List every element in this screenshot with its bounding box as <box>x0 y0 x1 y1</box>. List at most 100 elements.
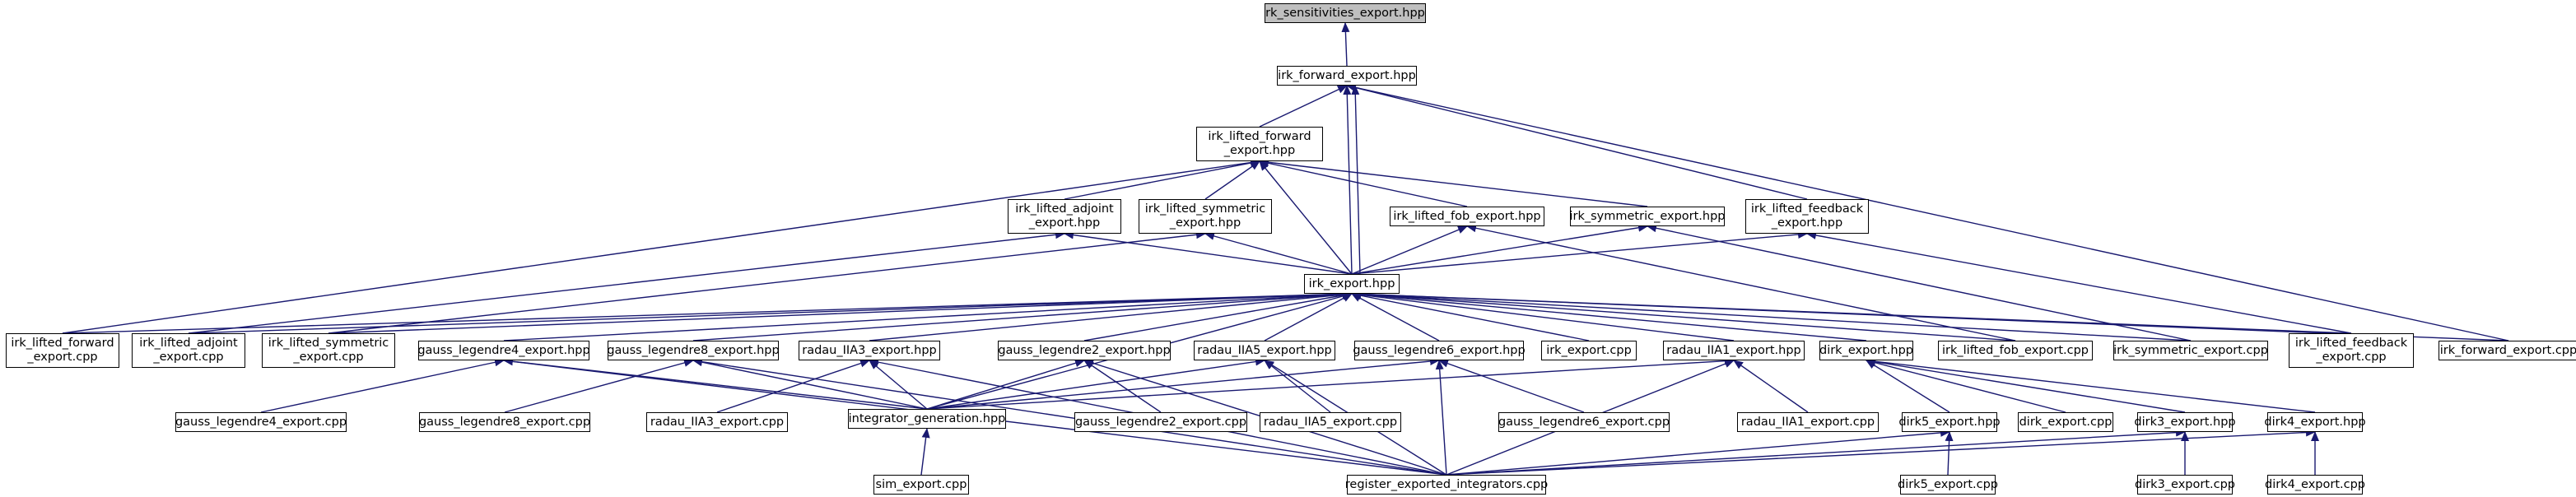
node-c-fwd[interactable]: irk_forward_export.cpp <box>2439 341 2576 360</box>
node-dirk3[interactable]: dirk3_export.hpp <box>2134 412 2236 432</box>
node-c-dirk3[interactable]: dirk3_export.cpp <box>2135 475 2235 495</box>
node-c-r1[interactable]: radau_IIA1_export.cpp <box>1737 412 1879 432</box>
node-label: irk_lifted_adjoint <box>139 337 238 350</box>
node-label: _export.hpp <box>1169 216 1241 230</box>
node-c-lfob[interactable]: irk_lifted_fob_export.cpp <box>1938 341 2093 360</box>
edge-irk_la-to-irk_lf <box>1064 159 1260 200</box>
edge-ig-to-gl6 <box>926 357 1440 410</box>
node-c-irk[interactable]: irk_export.cpp <box>1541 341 1637 360</box>
node-c-ls[interactable]: irk_lifted_symmetric_export.cpp <box>262 333 395 368</box>
node-r1[interactable]: radau_IIA1_export.hpp <box>1663 341 1805 360</box>
edge-irk_exp-to-irk_sym <box>1351 223 1648 275</box>
node-label: _export.cpp <box>27 351 98 364</box>
node-c-lfb[interactable]: irk_lifted_feedback_export.cpp <box>2289 333 2414 368</box>
edge-c_gl6-to-gl6 <box>1438 359 1585 413</box>
edge-dirk4-to-dirk <box>1866 357 2316 413</box>
node-c-r3[interactable]: radau_IIA3_export.cpp <box>646 412 788 432</box>
node-irk-lfob[interactable]: irk_lifted_fob_export.hpp <box>1390 207 1544 226</box>
node-c-dirk[interactable]: dirk_export.cpp <box>2018 412 2113 432</box>
node-label: dirk5_export.cpp <box>1897 477 1999 491</box>
node-label: irk_forward_export.cpp <box>2439 343 2576 357</box>
node-label: irk_forward_export.hpp <box>1278 68 1416 82</box>
edge-c_reg-to-dirk5 <box>1446 428 1950 476</box>
node-gl2[interactable]: gauss_legendre2_export.hpp <box>998 341 1171 360</box>
node-label: register_exported_integrators.cpp <box>1344 477 1549 491</box>
node-ig[interactable]: integrator_generation.hpp <box>848 409 1006 429</box>
node-c-gl6[interactable]: gauss_legendre6_export.cpp <box>1498 412 1670 432</box>
node-gl4[interactable]: gauss_legendre4_export.hpp <box>417 341 590 360</box>
node-label: _export.hpp <box>1028 216 1101 230</box>
node-irk-lf[interactable]: irk_lifted_forward_export.hpp <box>1196 127 1323 161</box>
node-label: irk_lifted_feedback <box>2294 337 2408 350</box>
edge-c_lfb-to-irk_lfb <box>1806 231 2352 334</box>
node-irk-lfb[interactable]: irk_lifted_feedback_export.hpp <box>1745 199 1869 234</box>
edge-c_sym-to-irk_sym <box>1647 224 2192 341</box>
node-c-lf[interactable]: irk_lifted_forward_export.cpp <box>6 333 119 368</box>
edge-irk_sym-to-irk_lf <box>1259 158 1648 207</box>
edge-c_fwd-to-irk_fwd <box>1346 83 2509 341</box>
node-c-gl2[interactable]: gauss_legendre2_export.cpp <box>1074 412 1247 432</box>
node-dirk4[interactable]: dirk4_export.hpp <box>2264 412 2366 432</box>
node-label: gauss_legendre8_export.cpp <box>418 415 591 429</box>
node-c-dirk4[interactable]: dirk4_export.cpp <box>2265 475 2365 495</box>
edge-gl2-to-irk_exp <box>1083 290 1353 341</box>
node-label: irk_lifted_adjoint <box>1015 202 1114 216</box>
edge-ig-to-r5 <box>926 357 1265 410</box>
node-label: gauss_legendre4_export.hpp <box>417 343 590 357</box>
node-c-la[interactable]: irk_lifted_adjoint_export.cpp <box>132 333 245 368</box>
edge-layer <box>62 22 2509 476</box>
node-label: gauss_legendre8_export.hpp <box>607 343 780 357</box>
node-c-gl4[interactable]: gauss_legendre4_export.cpp <box>175 412 347 432</box>
node-c-reg[interactable]: register_exported_integrators.cpp <box>1344 475 1549 495</box>
edge-r1-to-irk_exp <box>1351 290 1735 341</box>
node-rk-sens[interactable]: rk_sensitivities_export.hpp <box>1265 3 1426 23</box>
edge-c_la-to-irk_exp <box>188 290 1353 334</box>
node-gl8[interactable]: gauss_legendre8_export.hpp <box>607 341 780 360</box>
edge-gl8-to-irk_exp <box>692 290 1353 341</box>
node-label: dirk5_export.hpp <box>1898 415 2001 429</box>
edge-c_dirk-to-dirk <box>1866 358 2066 413</box>
edge-irk_exp-to-irk_la <box>1064 230 1353 275</box>
node-c-gl8[interactable]: gauss_legendre8_export.cpp <box>419 412 590 432</box>
edge-irk_lf-to-irk_fwd <box>1259 85 1348 128</box>
node-gl6[interactable]: gauss_legendre6_export.hpp <box>1353 341 1526 360</box>
edge-irk_ls-to-irk_lf <box>1204 160 1260 200</box>
node-c-r5[interactable]: radau_IIA5_export.cpp <box>1260 412 1401 432</box>
edge-c_fwd-to-irk_exp <box>1351 290 2509 341</box>
node-label: dirk_export.hpp <box>1819 343 1914 357</box>
node-irk-fwd[interactable]: irk_forward_export.hpp <box>1277 66 1417 86</box>
node-irk-sym[interactable]: irk_symmetric_export.hpp <box>1569 207 1726 226</box>
node-c-sym[interactable]: irk_symmetric_export.cpp <box>2113 341 2268 360</box>
node-label: _export.cpp <box>153 351 224 364</box>
node-c-dirk5[interactable]: dirk5_export.cpp <box>1897 475 1999 495</box>
node-label: radau_IIA3_export.cpp <box>650 415 785 429</box>
node-label: dirk3_export.hpp <box>2134 415 2236 429</box>
node-label: sim_export.cpp <box>875 477 967 491</box>
node-irk-ls[interactable]: irk_lifted_symmetric_export.hpp <box>1139 199 1272 234</box>
edge-ig-to-r1 <box>926 356 1735 410</box>
node-dirk[interactable]: dirk_export.hpp <box>1819 341 1913 360</box>
node-dirk5[interactable]: dirk5_export.hpp <box>1898 412 2001 432</box>
node-label: gauss_legendre4_export.cpp <box>175 415 347 429</box>
edge-c_irk-to-irk_exp <box>1351 291 1590 341</box>
node-irk-la[interactable]: irk_lifted_adjoint_export.hpp <box>1008 199 1121 234</box>
node-c-sim[interactable]: sim_export.cpp <box>873 475 969 495</box>
node-irk-exp[interactable]: irk_export.hpp <box>1304 274 1400 294</box>
node-label: integrator_generation.hpp <box>848 411 1006 425</box>
node-label: irk_lifted_feedback <box>1750 202 1864 216</box>
edge-c_gl2-to-gl2 <box>1083 360 1162 413</box>
node-label: gauss_legendre2_export.hpp <box>998 343 1171 357</box>
edge-ig-to-gl2 <box>926 359 1085 410</box>
node-r5[interactable]: radau_IIA5_export.hpp <box>1194 341 1335 360</box>
edge-c_gl4-to-gl4 <box>260 358 505 413</box>
node-r3[interactable]: radau_IIA3_export.hpp <box>799 341 940 360</box>
node-label: rk_sensitivities_export.hpp <box>1265 6 1425 20</box>
edge-c_ls-to-irk_exp <box>328 290 1353 334</box>
node-label: irk_export.hpp <box>1308 276 1395 290</box>
node-label: irk_lifted_fob_export.hpp <box>1393 209 1541 223</box>
edge-irk_fwd-to-rk_sens <box>1341 22 1350 67</box>
node-label: gauss_legendre6_export.cpp <box>1498 415 1670 429</box>
edge-irk_exp-to-irk_lf <box>1259 160 1353 275</box>
edge-c_lf-to-irk_lf <box>62 158 1260 334</box>
